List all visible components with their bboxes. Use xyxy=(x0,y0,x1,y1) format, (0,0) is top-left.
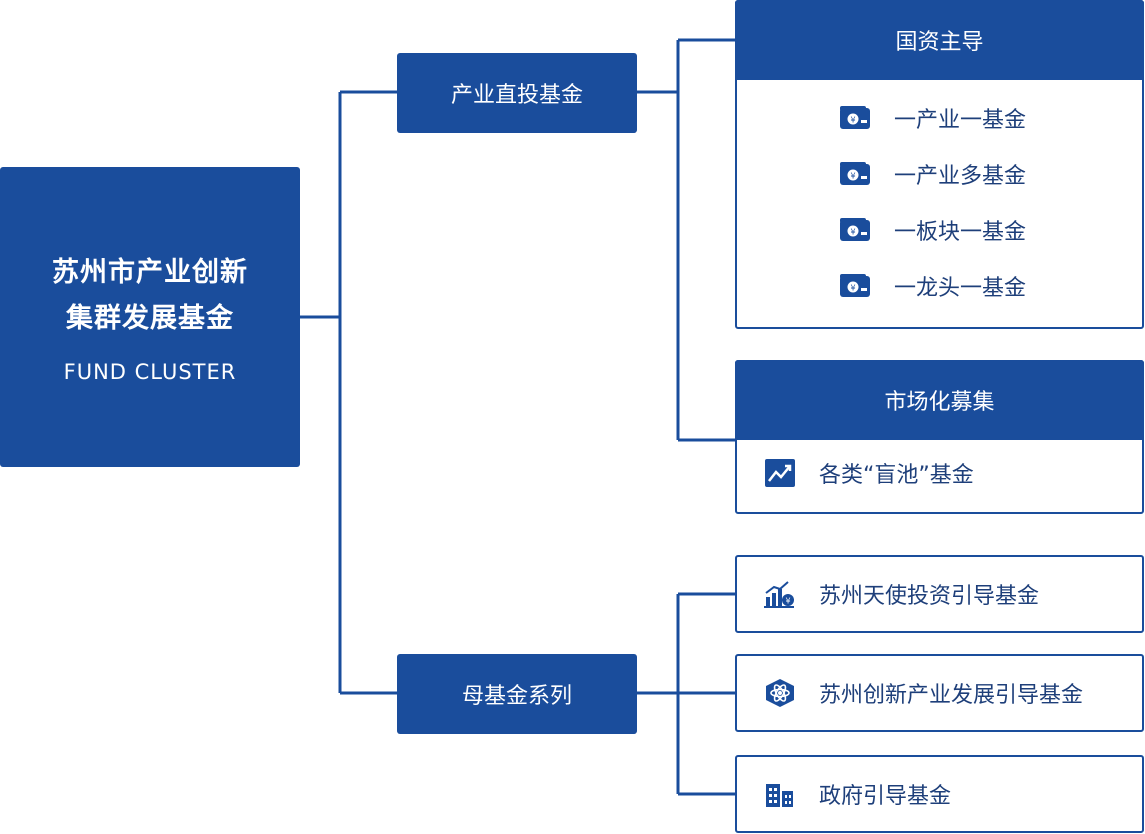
list-item-label: 一产业多基金 xyxy=(894,164,1027,189)
root-title-line2: 集群发展基金 xyxy=(66,303,234,334)
growth-chart-icon: ¥ xyxy=(764,581,794,608)
list-item: ¥ 一产业一基金 xyxy=(838,101,1026,135)
root-title-line1: 苏州市产业创新 xyxy=(52,257,248,288)
list-item: 苏州创新产业发展引导基金 xyxy=(763,656,1083,730)
buildings-icon xyxy=(766,784,793,807)
svg-text:¥: ¥ xyxy=(850,228,855,237)
money-wallet-icon: ¥ xyxy=(840,218,870,241)
fof-item-angel-fund: ¥ 苏州天使投资引导基金 xyxy=(735,555,1144,633)
list-item: 政府引导基金 xyxy=(763,757,951,831)
list-item-label: 各类“盲池”基金 xyxy=(819,463,974,488)
svg-text:¥: ¥ xyxy=(850,284,855,293)
money-wallet-icon: ¥ xyxy=(840,106,870,129)
market-header: 市场化募集 xyxy=(735,360,1144,440)
root-node: 苏州市产业创新 集群发展基金 FUND CLUSTER xyxy=(0,167,300,467)
list-item-label: 一板块一基金 xyxy=(894,220,1027,245)
list-item: ¥ 一板块一基金 xyxy=(838,213,1026,247)
list-item: ¥ 一产业多基金 xyxy=(838,157,1026,191)
list-item-label: 苏州创新产业发展引导基金 xyxy=(819,683,1084,708)
branch-direct-investment: 产业直投基金 xyxy=(397,53,637,133)
list-item: ¥ 苏州天使投资引导基金 xyxy=(763,557,1039,631)
list-item-label: 一产业一基金 xyxy=(894,108,1027,133)
state-led-header: 国资主导 xyxy=(735,0,1144,80)
fof-item-innovation-fund: 苏州创新产业发展引导基金 xyxy=(735,654,1144,732)
atom-icon xyxy=(766,679,794,707)
money-wallet-icon: ¥ xyxy=(840,162,870,185)
list-item-label: 政府引导基金 xyxy=(819,784,952,809)
svg-text:¥: ¥ xyxy=(850,116,855,125)
trend-chart-icon xyxy=(765,459,795,487)
money-wallet-icon: ¥ xyxy=(840,274,870,297)
list-item-label: 一龙头一基金 xyxy=(894,276,1027,301)
branch-fund-of-funds: 母基金系列 xyxy=(397,654,637,734)
svg-text:¥: ¥ xyxy=(850,172,855,181)
list-item: ¥ 一龙头一基金 xyxy=(838,269,1026,303)
root-subtitle: FUND CLUSTER xyxy=(63,360,237,384)
list-item: 各类“盲池”基金 xyxy=(763,456,974,490)
fof-item-government-fund: 政府引导基金 xyxy=(735,755,1144,833)
list-item-label: 苏州天使投资引导基金 xyxy=(819,584,1040,609)
svg-text:¥: ¥ xyxy=(785,597,790,606)
